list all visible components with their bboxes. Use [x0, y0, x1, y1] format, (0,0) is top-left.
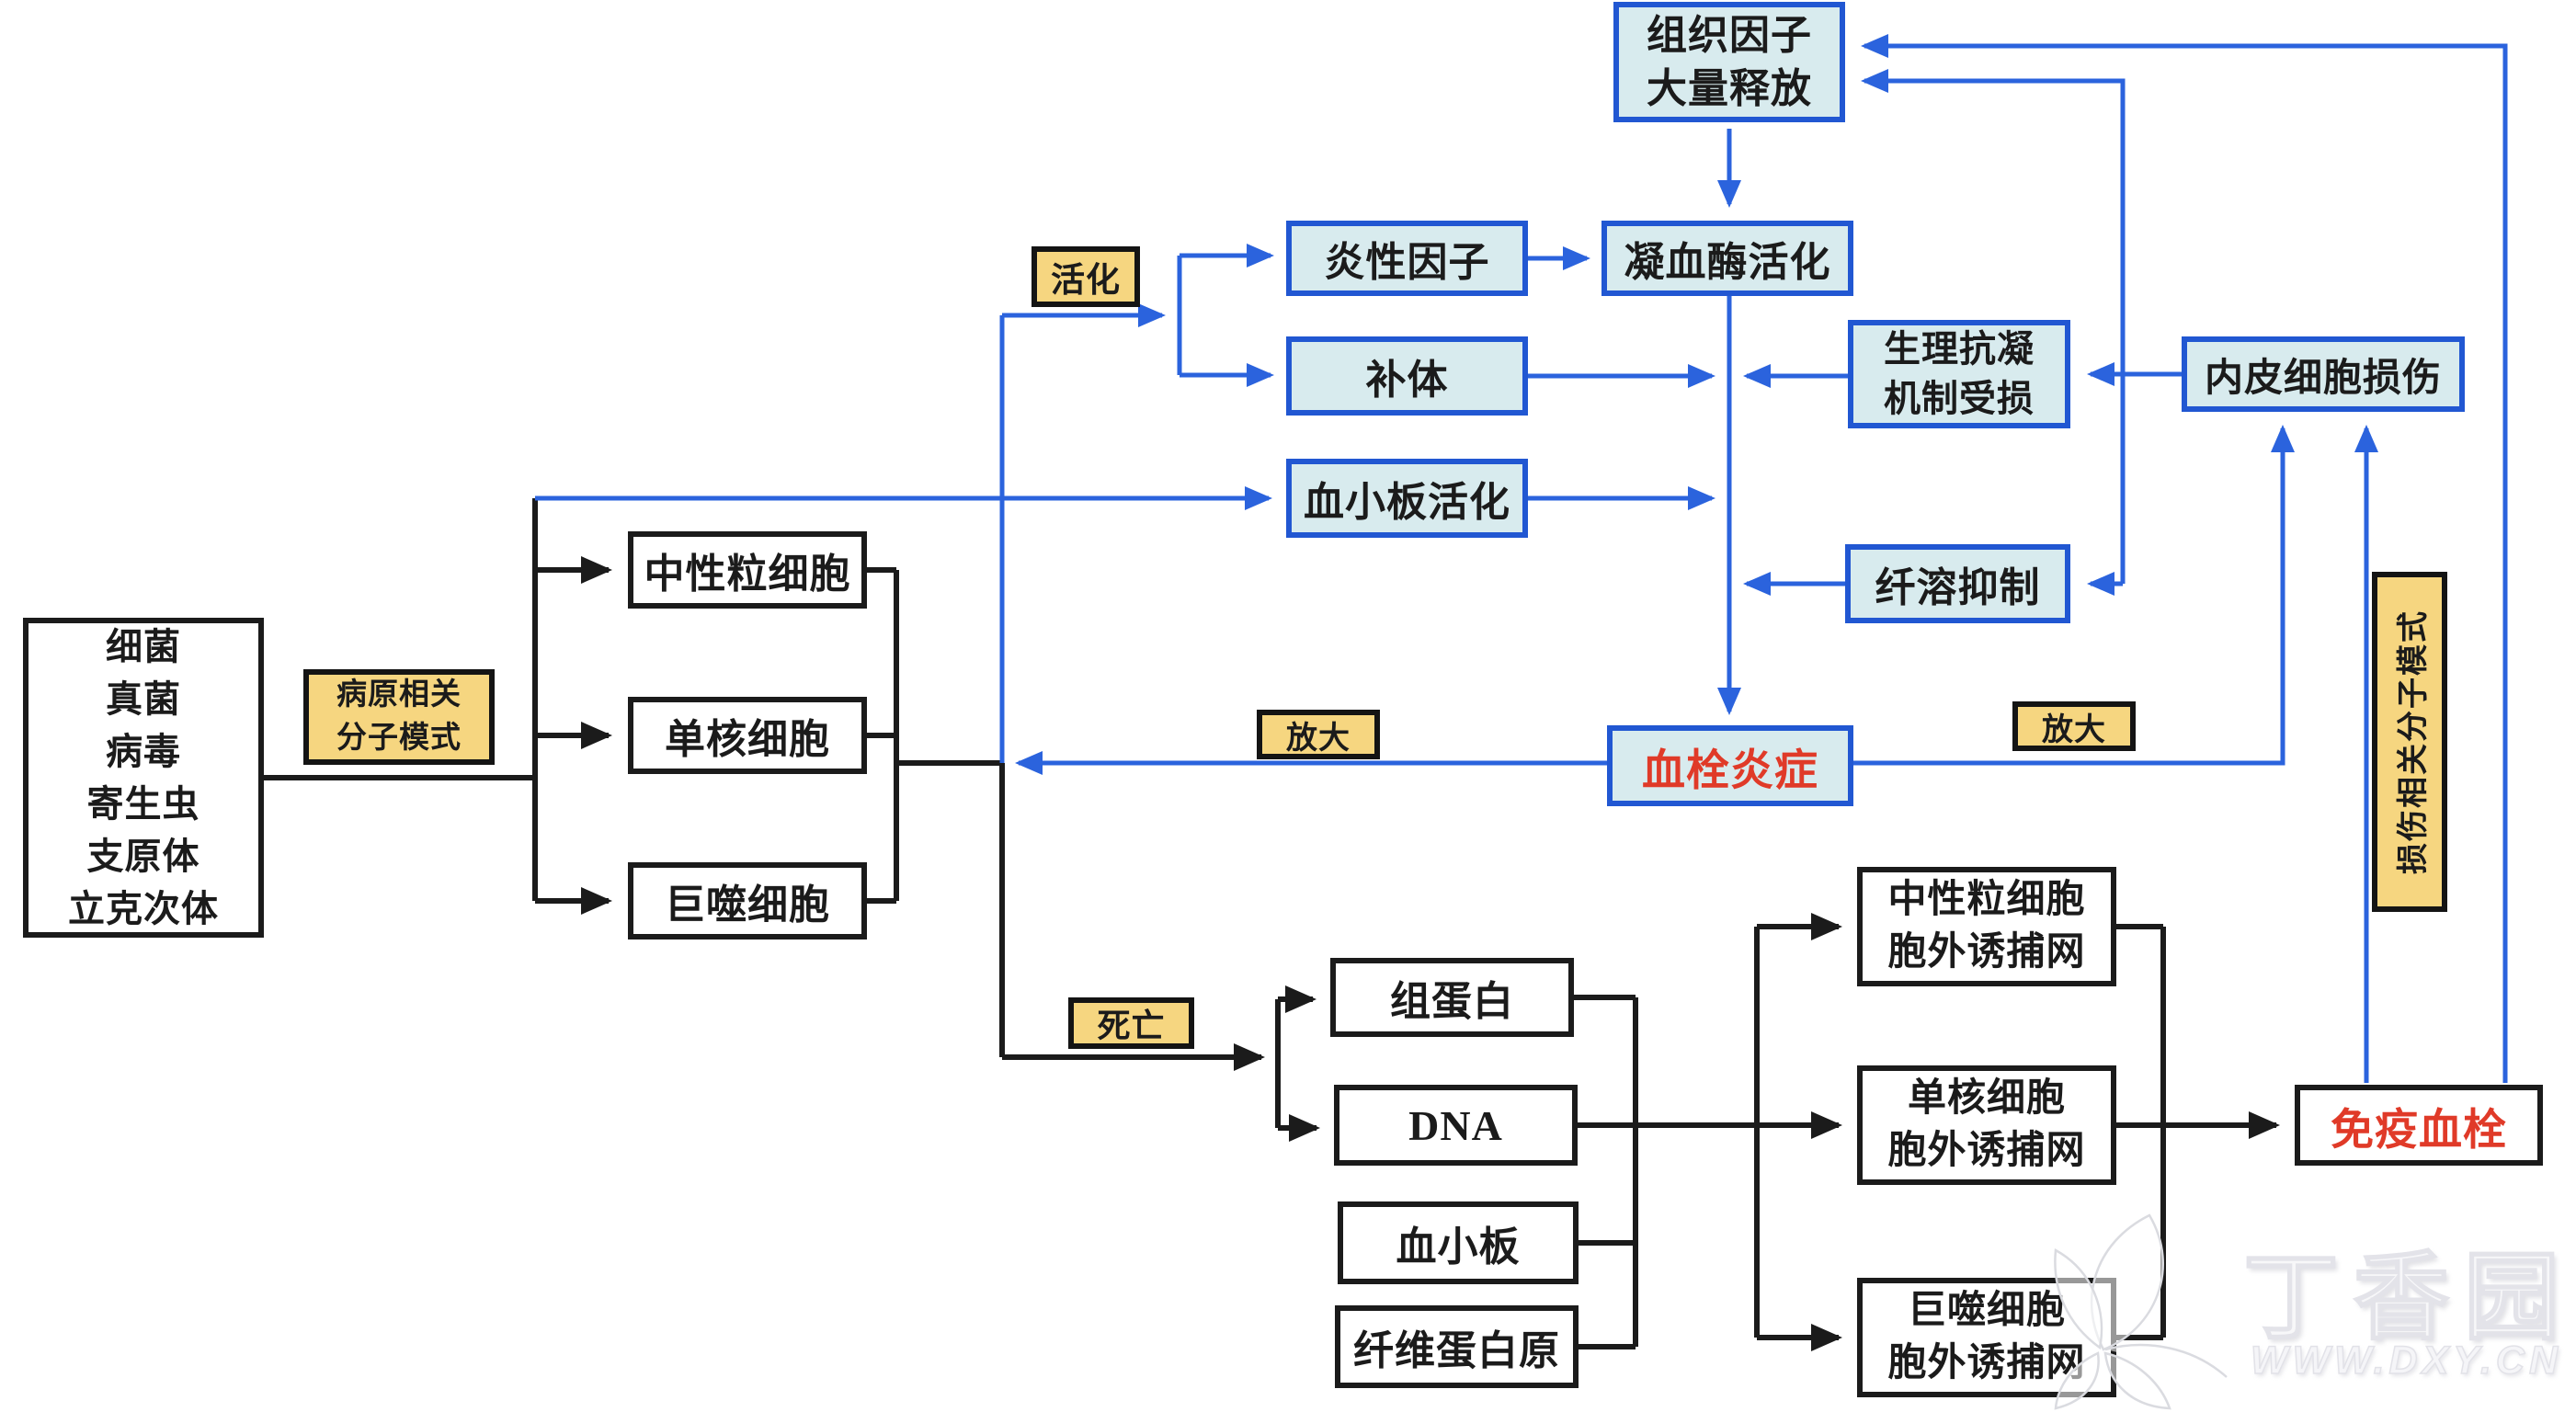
dna-box: DNA [1334, 1085, 1578, 1166]
histone-box: 组蛋白 [1330, 958, 1574, 1037]
inflammatory-factors-box: 炎性因子 [1286, 221, 1528, 296]
anticoagulation-impaired-box: 生理抗凝 机制受损 [1848, 320, 2070, 428]
pamp-label: 病原相关 分子模式 [303, 669, 495, 765]
damp-label-text: 损伤相关分子模式 [2396, 609, 2431, 874]
dxy-logo-watermark: 丁香园 [2242, 1244, 2575, 1352]
amplify-label-right: 放大 [2012, 701, 2136, 751]
amplify-label-left: 放大 [1257, 710, 1380, 759]
complement-box: 补体 [1286, 336, 1528, 416]
flower-watermark-icon [2054, 1213, 2228, 1410]
thrombin-activation-box: 凝血酶活化 [1601, 221, 1853, 296]
endothelial-injury-box: 内皮细胞损伤 [2182, 336, 2465, 412]
dxy-url-watermark: WWW.DXY.CN [2250, 1338, 2563, 1384]
tissue-factor-box: 组织因子 大量释放 [1613, 2, 1845, 122]
fibrinolysis-inhibition-box: 纤溶抑制 [1845, 544, 2070, 623]
damp-label: 损伤相关分子模式 [2372, 572, 2447, 912]
death-label: 死亡 [1068, 997, 1194, 1049]
neutrophil-box: 中性粒细胞 [628, 531, 867, 609]
macrophage-box: 巨噬细胞 [628, 862, 867, 939]
net-monocyte-box: 单核细胞 胞外诱捕网 [1857, 1065, 2116, 1185]
thromboinflammation-box: 血栓炎症 [1607, 725, 1853, 806]
monocyte-box: 单核细胞 [628, 697, 867, 774]
immunothrombosis-box: 免疫血栓 [2295, 1085, 2543, 1166]
platelet-activation-box: 血小板活化 [1286, 459, 1528, 538]
net-neutrophil-box: 中性粒细胞 胞外诱捕网 [1857, 867, 2116, 986]
pathogens-list-box: 细菌 真菌 病毒 寄生虫 支原体 立克次体 [23, 618, 264, 938]
fibrinogen-box: 纤维蛋白原 [1335, 1305, 1579, 1388]
activation-label: 活化 [1032, 246, 1140, 307]
platelets-box: 血小板 [1338, 1201, 1579, 1284]
